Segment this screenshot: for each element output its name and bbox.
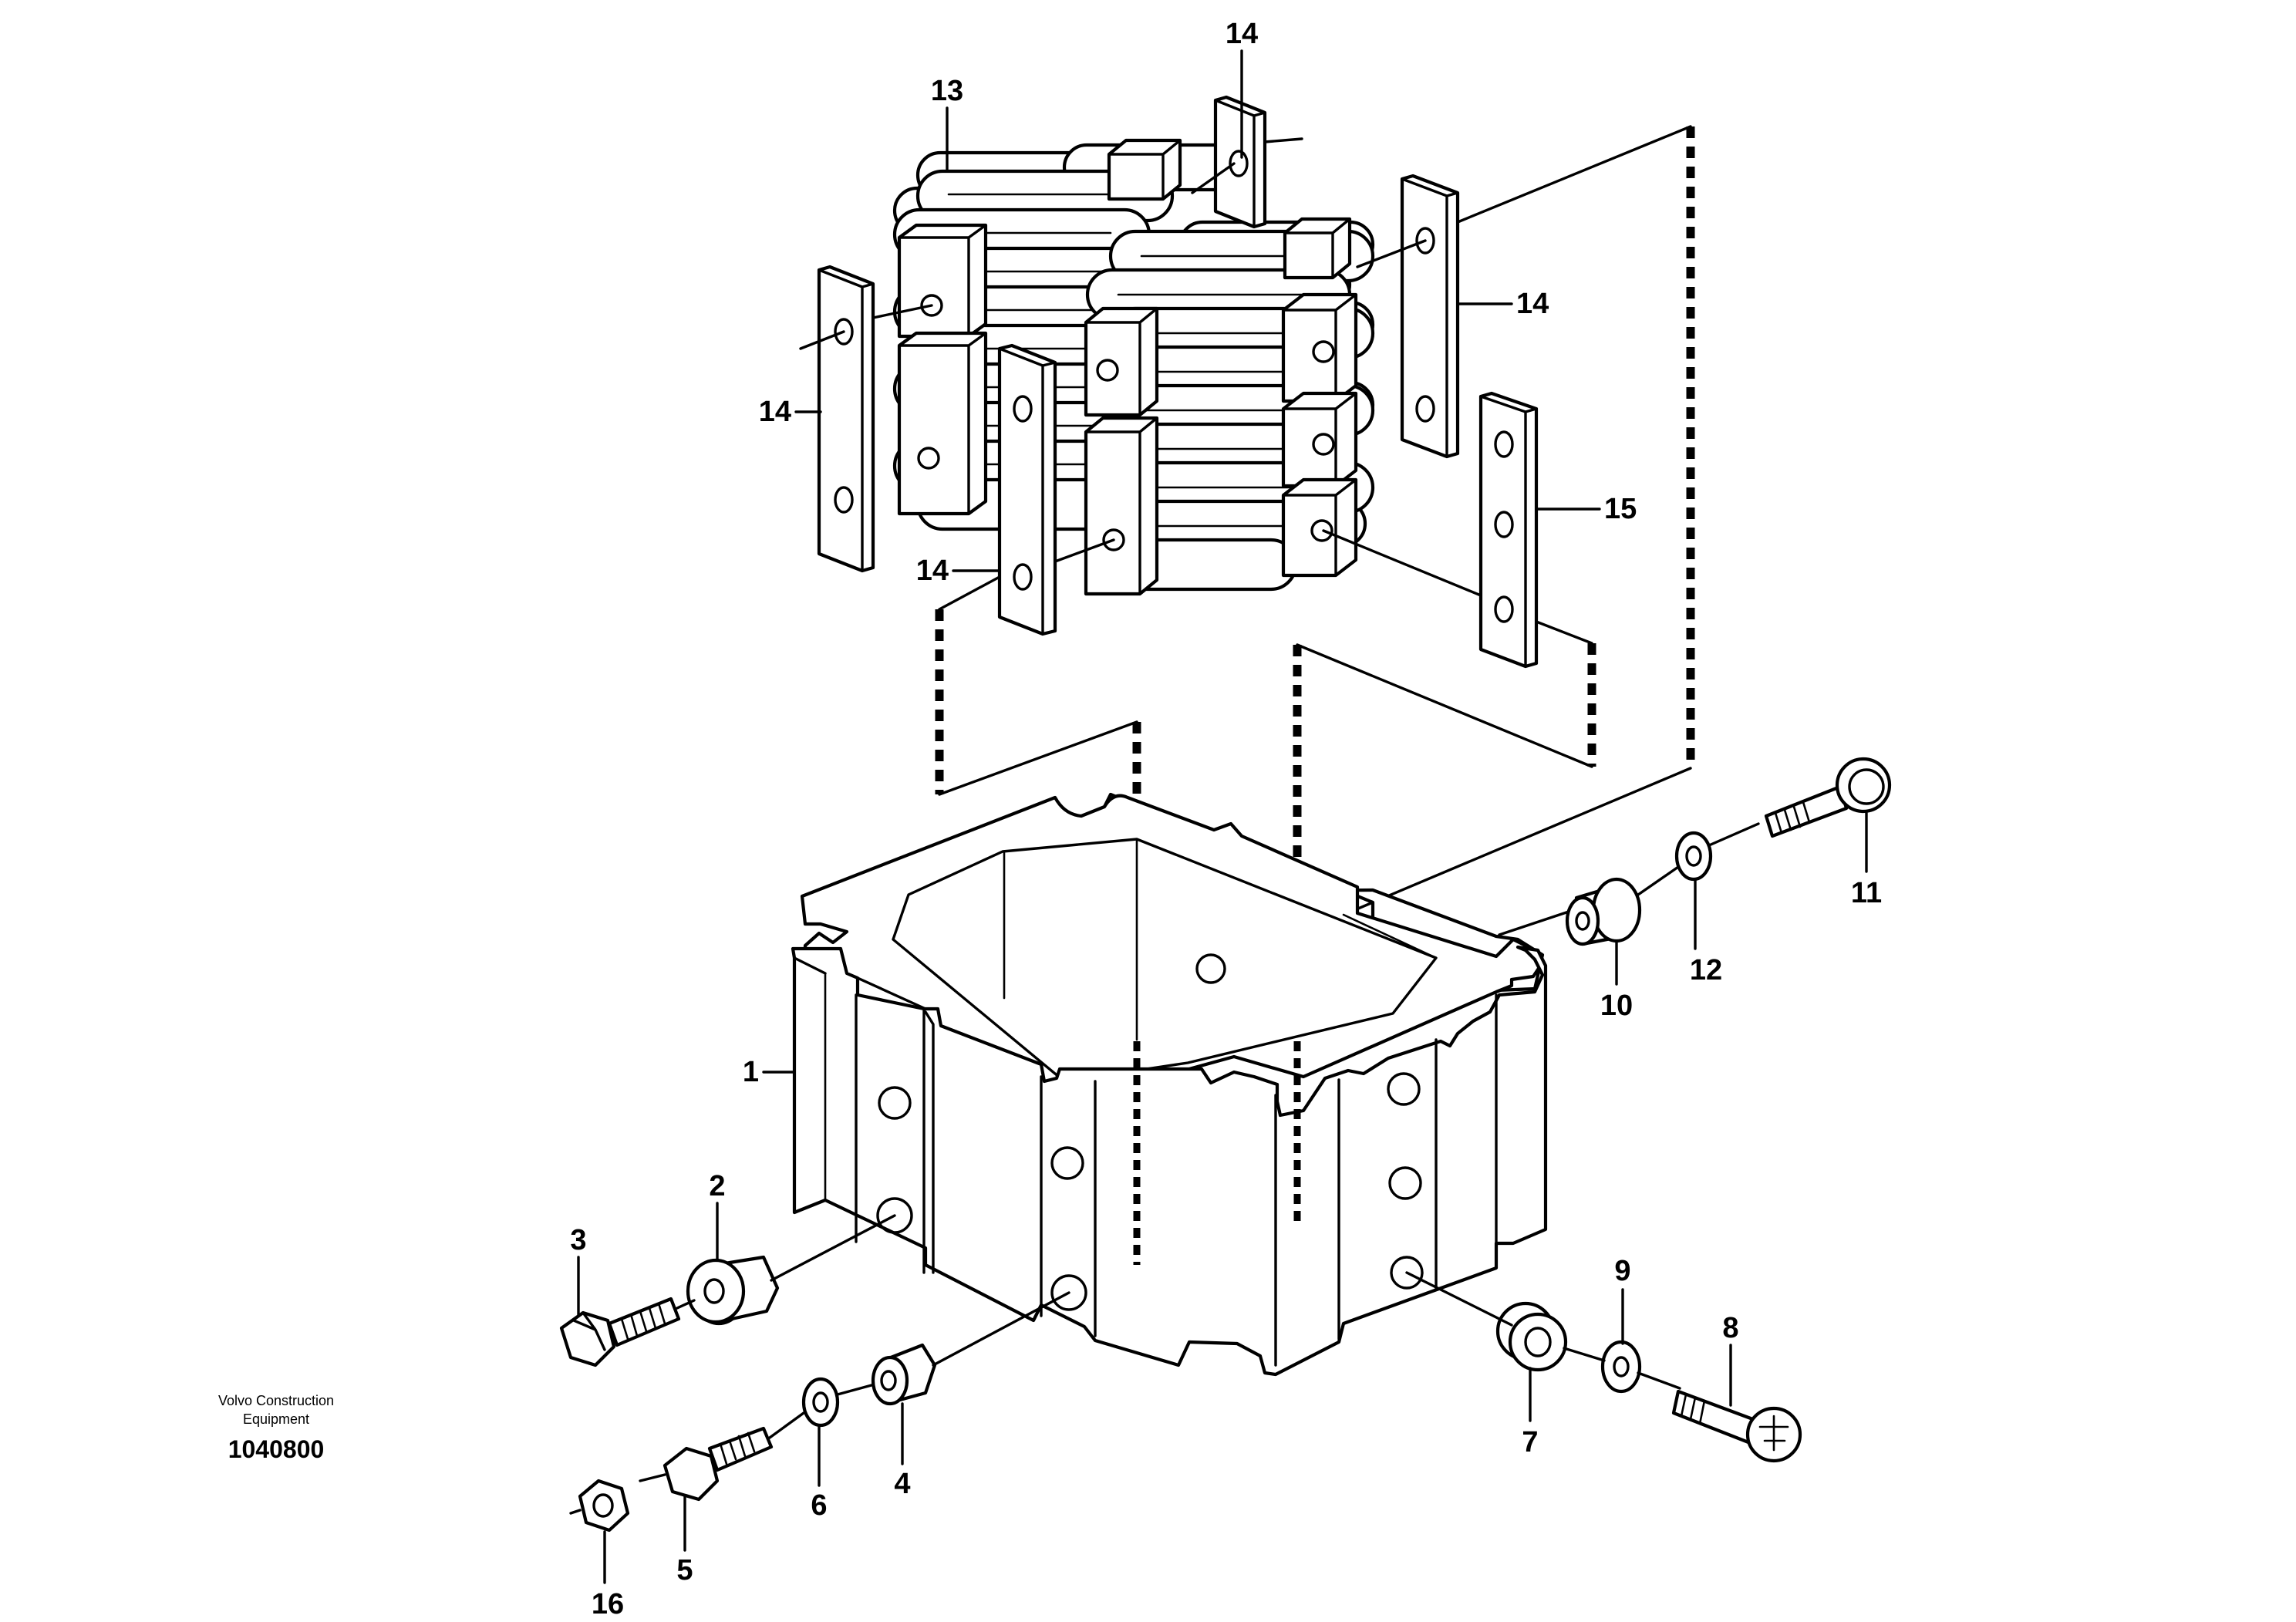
- brand-name-line2: Equipment: [243, 1411, 309, 1427]
- callout-10: 10: [1600, 990, 1633, 1022]
- plate-14-top: [1213, 95, 1267, 229]
- callout-16: 16: [592, 1588, 624, 1620]
- plate-14-middle: [997, 343, 1057, 636]
- washer-9: [1563, 1340, 1681, 1394]
- bushing-7: [1405, 1271, 1568, 1372]
- nut-16: [569, 1479, 630, 1533]
- bolt-11: [1764, 757, 1892, 838]
- callout-6: 6: [811, 1489, 827, 1522]
- callout-labels: 14 13 14 14 15 14 1 2 3 4 5 6 16 7 9 8 1…: [570, 18, 1882, 1620]
- callout-5: 5: [676, 1554, 693, 1587]
- callout-14-middle: 14: [916, 555, 949, 587]
- stud-5: [639, 1411, 805, 1502]
- bushing-2: [686, 1214, 896, 1326]
- plate-15: [1478, 391, 1539, 669]
- washer-6: [801, 1377, 873, 1428]
- hardware: [559, 757, 1892, 1533]
- brand-name-line1: Volvo Construction: [218, 1393, 334, 1408]
- callout-11: 11: [1851, 877, 1882, 909]
- bushing-10: [1498, 877, 1642, 946]
- callout-12: 12: [1690, 954, 1722, 986]
- callout-13: 13: [931, 75, 963, 107]
- callout-1: 1: [743, 1056, 759, 1088]
- bushing-4: [871, 1291, 1070, 1406]
- brand-block: Volvo Construction Equipment 1040800: [218, 1393, 334, 1463]
- callout-9: 9: [1614, 1255, 1630, 1287]
- callout-8: 8: [1722, 1312, 1738, 1344]
- callout-leaders: [577, 49, 1868, 1584]
- bolt-8: [1671, 1389, 1802, 1463]
- bolt-3: [559, 1297, 696, 1367]
- callout-3: 3: [570, 1224, 586, 1256]
- plate-14-right: [1400, 174, 1460, 459]
- coil-assembly: [799, 95, 1695, 1041]
- washer-12: [1637, 822, 1760, 896]
- callout-7: 7: [1522, 1426, 1538, 1458]
- callout-14-right: 14: [1516, 288, 1549, 320]
- plate-14-left: [817, 265, 875, 573]
- drawing-number: 1040800: [228, 1435, 325, 1463]
- callout-15: 15: [1604, 493, 1637, 525]
- callout-4: 4: [894, 1468, 910, 1500]
- callout-14-top: 14: [1226, 18, 1258, 50]
- mounting-lines: [799, 125, 1692, 645]
- housing: [791, 792, 1548, 1377]
- plates: [817, 95, 1539, 669]
- callout-14-left: 14: [759, 396, 791, 428]
- callout-2: 2: [709, 1170, 725, 1202]
